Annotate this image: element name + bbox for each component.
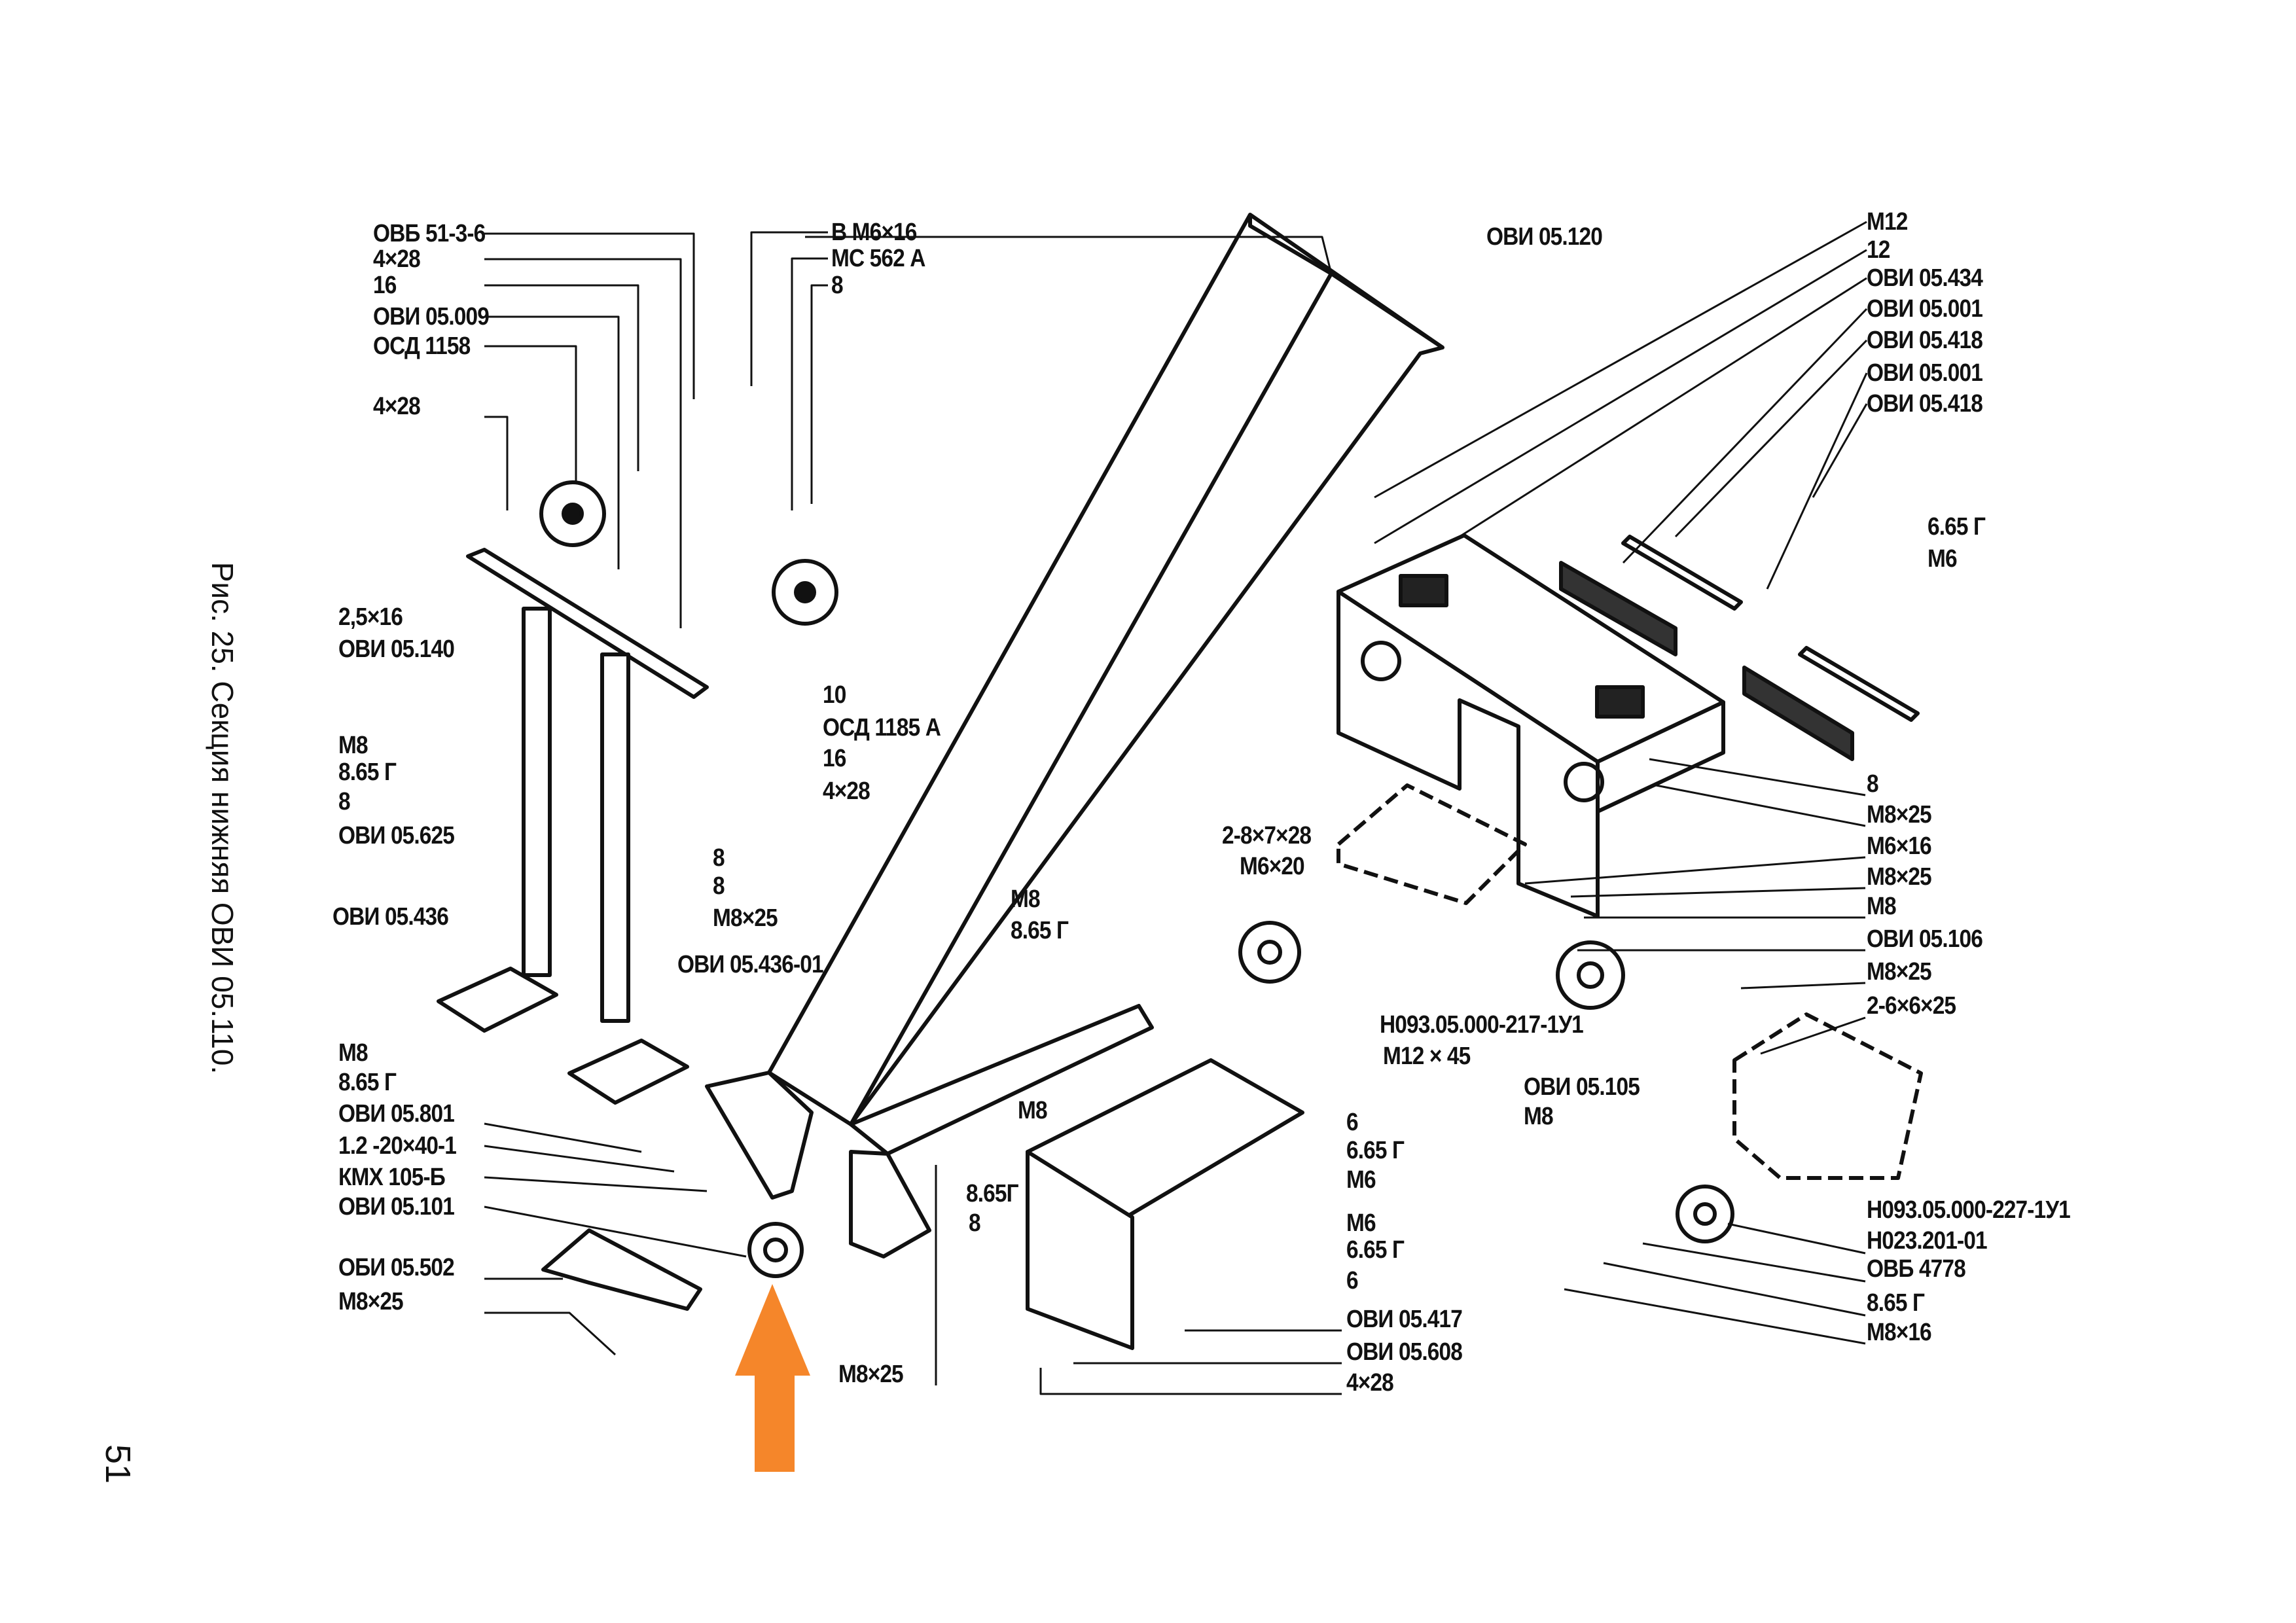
part-label: М12 xyxy=(1867,208,1908,236)
part-label: ОБИ 05.502 xyxy=(338,1254,455,1281)
part-label: 8 xyxy=(969,1209,981,1237)
part-label: 10 xyxy=(823,681,846,709)
page-number: 51 xyxy=(98,1444,137,1484)
part-label: М8×25 xyxy=(713,904,778,932)
part-label: ОВИ 05.801 xyxy=(338,1100,455,1128)
part-label: ОВИ 05.418 xyxy=(1867,327,1983,354)
part-label: 16 xyxy=(823,745,846,772)
part-label: ОВИ 05.001 xyxy=(1867,359,1983,387)
screens-ovi-05-001 xyxy=(1559,535,1920,761)
gearboxes xyxy=(1336,783,1923,1180)
part-label: М6 xyxy=(1346,1166,1376,1194)
part-label: ОВИ 05.105 xyxy=(1524,1073,1640,1101)
part-label: ОВИ 05.436-01 xyxy=(677,951,824,978)
part-label: М8 xyxy=(338,1039,368,1067)
part-label: 6.65 Г xyxy=(1346,1137,1405,1164)
part-label: 16 xyxy=(373,272,397,299)
figure-caption: Рис. 25. Секция нижняя ОВИ 05.110. xyxy=(206,562,240,1075)
part-label: ОВИ 05.436 xyxy=(332,903,449,931)
part-label: 2,5×16 xyxy=(338,603,403,631)
part-label: М8 xyxy=(1524,1103,1554,1130)
part-label: 8 xyxy=(713,872,725,900)
part-label: КМХ 105-Б xyxy=(338,1164,446,1191)
part-label: 4×28 xyxy=(1346,1369,1394,1397)
part-label: М8 xyxy=(1018,1097,1048,1124)
part-label: 1.2 -20×40-1 xyxy=(338,1132,457,1160)
part-label: М12 × 45 xyxy=(1383,1043,1471,1070)
part-label: Н093.05.000-227-1У1 xyxy=(1867,1196,2071,1224)
part-label: М6×16 xyxy=(1867,832,1932,860)
part-label: ОВИ 05.418 xyxy=(1867,390,1983,418)
part-label: М8 xyxy=(1867,893,1897,920)
part-label: 8.65Г xyxy=(966,1180,1019,1207)
leader-lines xyxy=(484,221,1868,1395)
part-label: ОВИ 05.434 xyxy=(1867,264,1983,292)
part-label: М6 xyxy=(1928,545,1958,573)
part-label: М8 xyxy=(1011,885,1041,913)
part-label: ОВИ 05.009 xyxy=(373,303,490,330)
part-label: 4×28 xyxy=(823,777,870,805)
part-label: М8×25 xyxy=(1867,801,1932,829)
part-label: 8 xyxy=(338,788,351,815)
part-label: 8 xyxy=(831,272,844,299)
bracket-ovi-05-417 xyxy=(541,1058,1304,1350)
part-label: 6 xyxy=(1346,1267,1359,1294)
part-label: 6.65 Г xyxy=(1928,513,1986,541)
part-label: ОСД 1158 xyxy=(373,332,471,360)
part-label: М6 xyxy=(1346,1209,1376,1237)
part-label: ОВИ 05.001 xyxy=(1867,295,1983,323)
part-label: 4×28 xyxy=(373,393,421,420)
part-label: 8.65 Г xyxy=(1867,1289,1925,1317)
part-label: М8×25 xyxy=(338,1288,404,1315)
part-label: ОВИ 05.140 xyxy=(338,635,455,663)
part-label: Н093.05.000-217-1У1 xyxy=(1380,1011,1584,1039)
left-frame-ovi-05-140 xyxy=(437,548,709,1105)
part-label: ОВБ 4778 xyxy=(1867,1255,1966,1283)
part-label: 2-8×7×28 xyxy=(1222,822,1312,849)
part-label: МС 562 А xyxy=(831,245,925,272)
sprocket-ovi-05-101 xyxy=(747,1222,804,1278)
part-label: М6×20 xyxy=(1240,853,1305,880)
part-label: ОСД 1185 А xyxy=(823,714,941,741)
part-label: М8×25 xyxy=(1867,863,1932,891)
part-label: 8 xyxy=(713,844,725,872)
part-label: 6.65 Г xyxy=(1346,1236,1405,1264)
part-label: 8.65 Г xyxy=(338,1069,397,1096)
part-label: ОВИ 05.120 xyxy=(1486,223,1603,251)
part-label: 8.65 Г xyxy=(1011,917,1069,944)
part-label: М8×16 xyxy=(1867,1319,1932,1346)
part-label: 8 xyxy=(1867,770,1879,798)
part-label: ОВИ 05.417 xyxy=(1346,1306,1463,1333)
part-label: В М6×16 xyxy=(831,219,917,246)
part-label: М8×25 xyxy=(1867,958,1932,986)
part-label: М8×25 xyxy=(838,1361,904,1388)
part-label-highlighted: ОВИ 05.101 xyxy=(338,1193,455,1221)
part-label: 8.65 Г xyxy=(338,758,397,786)
sprockets xyxy=(539,480,1734,1278)
part-label: ОВИ 05.625 xyxy=(338,822,455,849)
chute-ovi-05-120 xyxy=(705,213,1444,1258)
part-label: 2-6×6×25 xyxy=(1867,992,1956,1020)
part-label: ОВБ 51-3-6 xyxy=(373,220,486,247)
part-label: 6 xyxy=(1346,1109,1359,1136)
part-label: 4×28 xyxy=(373,245,421,273)
part-label: Н023.201-01 xyxy=(1867,1227,1988,1255)
part-label: 12 xyxy=(1867,236,1890,264)
part-label: М8 xyxy=(338,732,368,759)
part-label: ОВИ 05.106 xyxy=(1867,925,1983,953)
part-label: ОВИ 05.608 xyxy=(1346,1338,1463,1366)
housing-ovi-05-434 xyxy=(1336,533,1725,918)
